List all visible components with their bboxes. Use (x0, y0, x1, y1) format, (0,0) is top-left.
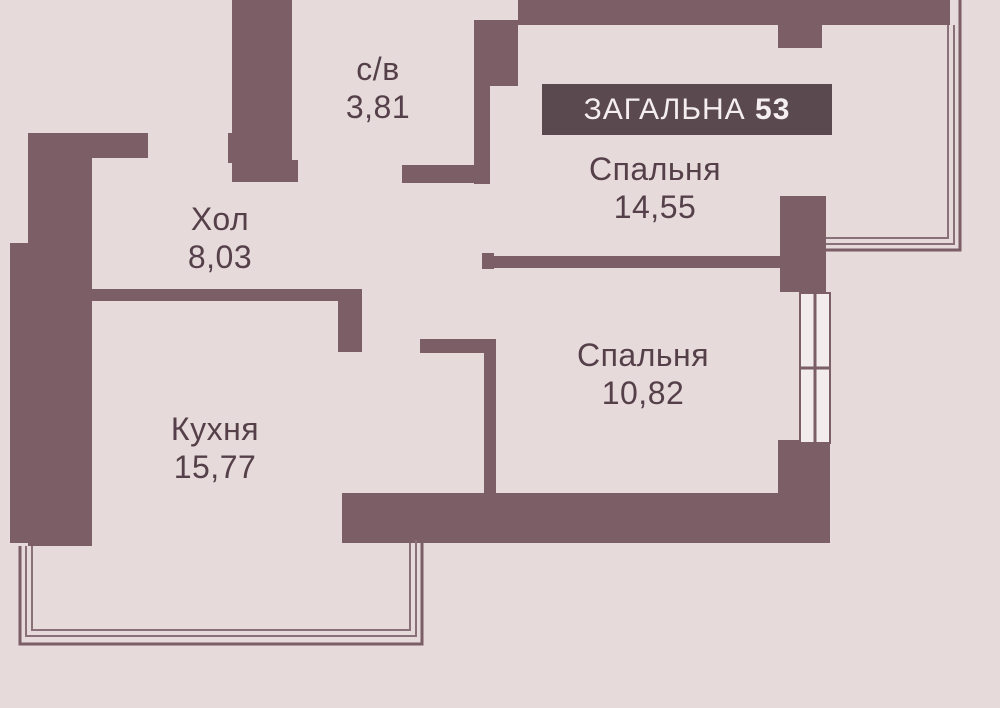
wall-bottom (342, 493, 830, 543)
wall-bathroom-bottom-right (402, 165, 490, 183)
wall-bedroom2-left (484, 339, 496, 499)
room-hall-area: 8,03 (187, 239, 253, 275)
room-bathroom: с/в 3,81 (318, 50, 438, 126)
wall-bathroom-left-ext (228, 133, 266, 163)
wall-bathroom-right (474, 20, 518, 86)
room-bedroom-2-name: Спальня (576, 337, 710, 373)
wall-hall-kitchen-stub (338, 289, 362, 352)
room-bathroom-area: 3,81 (345, 89, 411, 125)
balcony-bedroom1-inner (826, 25, 955, 245)
room-kitchen-area: 15,77 (173, 449, 257, 485)
wall-left-outer-ext (10, 243, 34, 543)
room-bedroom-1-name: Спальня (588, 151, 722, 187)
balcony-kitchen (31, 543, 411, 631)
room-bedroom-1: Спальня 14,55 (560, 150, 750, 226)
balcony-bedroom1 (826, 25, 949, 239)
total-area-badge: ЗАГАЛЬНА 53 (542, 84, 832, 135)
wall-left-outer (28, 133, 92, 546)
wall-bathroom-right-low (474, 86, 490, 184)
wall-top-right (518, 0, 950, 25)
wall-top-stub (778, 20, 822, 48)
room-bedroom-2: Спальня 10,82 (548, 336, 738, 412)
wall-bedroom1-bottom-stub (482, 253, 494, 269)
total-area-value: 53 (755, 93, 791, 126)
room-kitchen: Кухня 15,77 (140, 410, 290, 486)
wall-left-top (28, 133, 148, 158)
room-hall: Хол 8,03 (150, 200, 290, 276)
balcony-kitchen-inner (25, 540, 417, 637)
room-kitchen-name: Кухня (170, 411, 260, 447)
wall-bedroom2-door-stub (420, 339, 490, 353)
wall-right-column (780, 196, 826, 292)
balcony-kitchen-rail (18, 540, 424, 646)
wall-hall-kitchen (90, 289, 350, 301)
room-bathroom-name: с/в (356, 51, 400, 87)
balcony-bedroom1-rail (826, 0, 962, 252)
room-bedroom-1-area: 14,55 (613, 189, 697, 225)
room-bedroom-2-area: 10,82 (601, 375, 685, 411)
room-hall-name: Хол (190, 201, 250, 237)
wall-bedrooms-divider (494, 256, 784, 268)
wall-bathroom-bottom-left (232, 160, 298, 182)
total-area-label: ЗАГАЛЬНА (583, 93, 746, 126)
